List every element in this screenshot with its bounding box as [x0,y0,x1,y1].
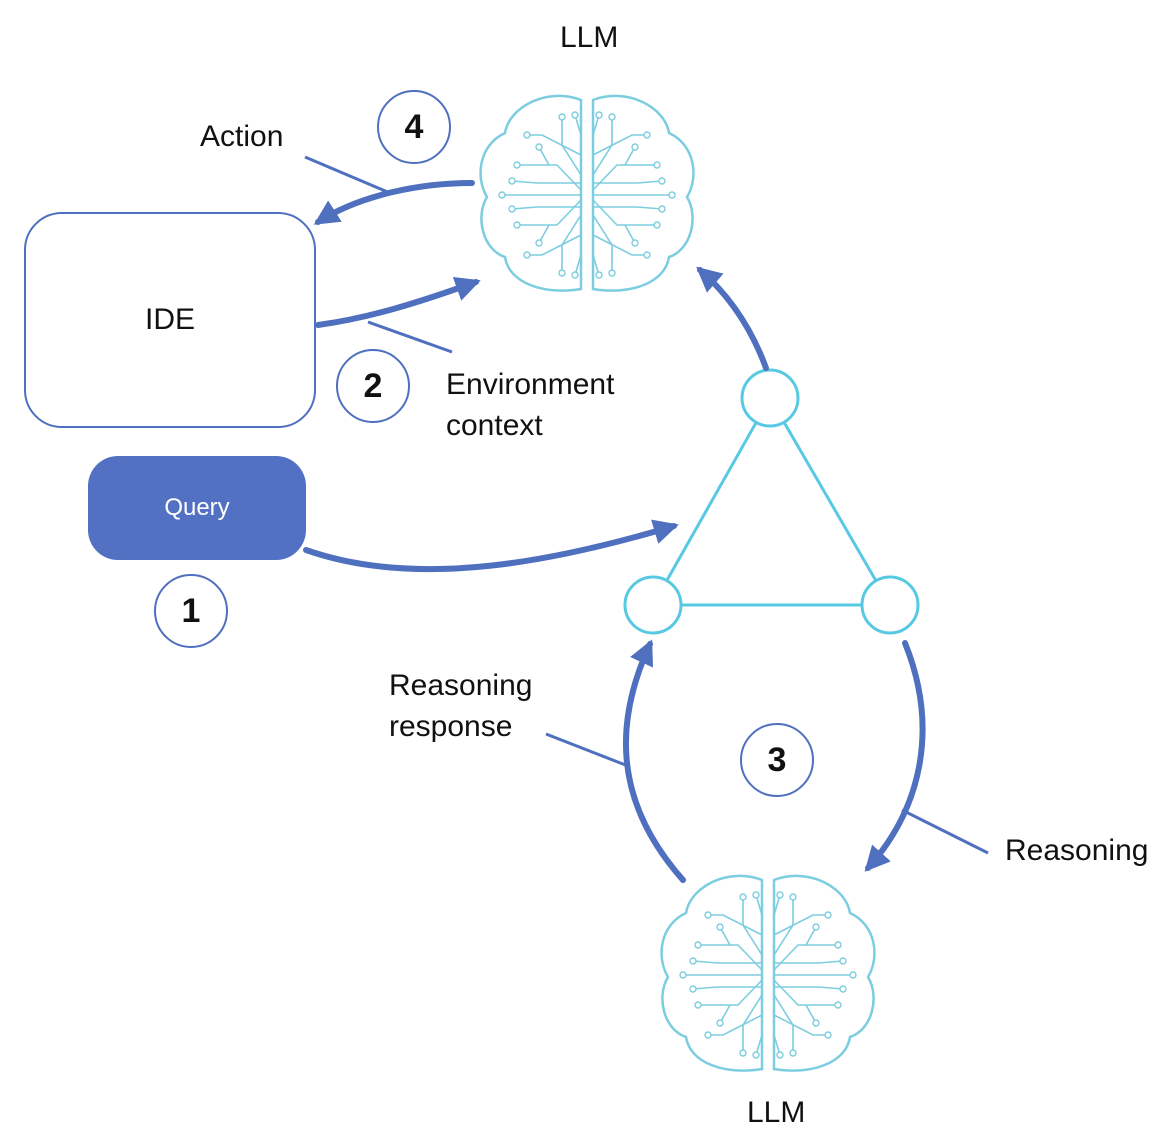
arrow-action [313,180,475,225]
leader-reasoning [901,808,989,855]
arrow-query [303,519,679,573]
step-1-badge: 1 [154,574,228,648]
triangle-node-left [623,575,683,635]
reasoning-response-label-line2: response [389,710,513,743]
reasoning-label: Reasoning [1005,834,1149,867]
arrow-reasoning-response [622,639,686,883]
llm-top-brain-icon [479,94,695,292]
step-3-badge: 3 [740,723,814,797]
reasoning-response-label-line1: Reasoning [389,669,533,702]
triangle-node-top [740,368,800,428]
action-label: Action [200,120,284,153]
reasoning-triangle [623,368,920,635]
leader-reasoning-response [545,732,629,768]
arrow-environment [315,276,481,328]
environment-label-line2: context [446,409,543,442]
arrow-reasoning [864,640,926,872]
llm-bottom-brain-icon [660,874,876,1072]
query-button[interactable]: Query [88,456,306,560]
leader-environment [367,320,453,354]
llm-top-label: LLM [560,21,619,54]
ide-box: IDE [24,212,316,428]
step-4-badge: 4 [377,90,451,164]
leader-action [304,155,391,195]
llm-bottom-label: LLM [747,1096,806,1129]
ide-label: IDE [144,303,195,336]
environment-label-line1: Environment [446,368,615,401]
step-2-badge: 2 [336,349,410,423]
arrow-to-llm-top [696,266,769,371]
triangle-node-right [860,575,920,635]
